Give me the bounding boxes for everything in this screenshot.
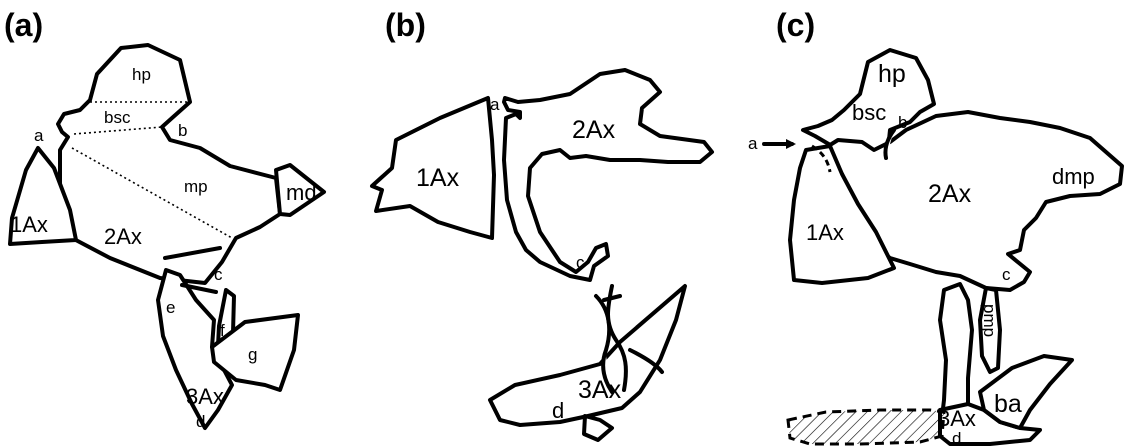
label-3ax-c: 3Ax <box>938 406 976 431</box>
sclerite-strand-2-b <box>606 284 628 392</box>
label-a-b: a <box>490 95 500 114</box>
label-hp-a: hp <box>132 65 151 84</box>
sclerite-edge-c-a <box>180 283 218 294</box>
label-c-a: c <box>214 265 223 284</box>
label-pmp-c: pmp <box>980 304 999 337</box>
label-mp-a: mp <box>184 177 208 196</box>
label-md-a: md <box>286 180 317 205</box>
sclerite-3ax-base-c <box>938 402 1042 446</box>
label-2ax-a: 2Ax <box>104 224 142 249</box>
label-1ax-b: 1Ax <box>416 164 460 192</box>
hatched-region-d <box>786 408 946 446</box>
sclerite-g-a <box>210 313 300 392</box>
panel-c-label: (c) <box>776 7 815 43</box>
label-2ax-b: 2Ax <box>572 116 616 144</box>
label-dmp-c: dmp <box>1052 164 1095 189</box>
dashed-junction-c <box>811 144 832 173</box>
label-f-a: f <box>220 321 225 340</box>
sclerite-edge-a <box>163 246 222 260</box>
label-2ax-c: 2Ax <box>928 180 972 208</box>
label-1ax-a: 1Ax <box>10 212 48 237</box>
sclerite-3ax-a <box>156 268 234 430</box>
label-bsc-a: bsc <box>104 108 131 127</box>
sclerite-strand-3-b <box>602 294 622 302</box>
panel-a-label: (a) <box>4 7 43 43</box>
label-d-b: d <box>552 398 564 423</box>
label-g-a: g <box>248 345 257 364</box>
label-b-c: b <box>898 113 907 132</box>
label-ba-c: ba <box>994 390 1022 418</box>
panel-b-label: (b) <box>385 7 426 43</box>
sclerite-1ax-c <box>788 144 896 285</box>
label-3ax-b: 3Ax <box>578 376 622 404</box>
panel-b: (b) a 2Ax 1Ax c 3Ax d <box>370 7 714 442</box>
label-3ax-a: 3Ax <box>186 384 224 409</box>
label-a-a: a <box>34 126 44 145</box>
label-bsc-c: bsc <box>852 100 886 125</box>
label-d-c: d <box>952 429 961 448</box>
arrow-head-c <box>786 139 796 149</box>
panel-c: (c) hp bsc b a dmp 2Ax 1Ax c pmp 3Ax d <box>748 7 1124 448</box>
label-d-a: d <box>196 412 205 431</box>
label-hp-c: hp <box>878 60 906 88</box>
sclerite-foot-b <box>582 414 614 442</box>
label-a-c: a <box>748 134 758 153</box>
sclerite-ba-c <box>978 354 1074 430</box>
sclerite-1ax-a <box>8 146 78 246</box>
sclerite-pmp-c <box>978 286 1002 374</box>
hook-b-c <box>883 128 896 160</box>
label-e-a: e <box>166 298 175 317</box>
label-c-c: c <box>1002 265 1011 284</box>
sclerite-2ax-b <box>502 68 714 282</box>
label-c-b: c <box>576 253 585 272</box>
sclerite-3ax-b <box>488 284 687 427</box>
sclerite-1ax-b <box>370 96 496 240</box>
sclerite-strand-4-b <box>628 348 664 374</box>
panel-a: (a) hp bsc a b mp md 1Ax 2Ax c e f g 3Ax… <box>4 7 326 431</box>
label-1ax-c: 1Ax <box>806 220 844 245</box>
sclerite-2ax-a <box>56 43 282 285</box>
sclerite-md-a <box>274 163 326 217</box>
label-b-a: b <box>178 121 187 140</box>
division-line-mp <box>71 147 233 239</box>
